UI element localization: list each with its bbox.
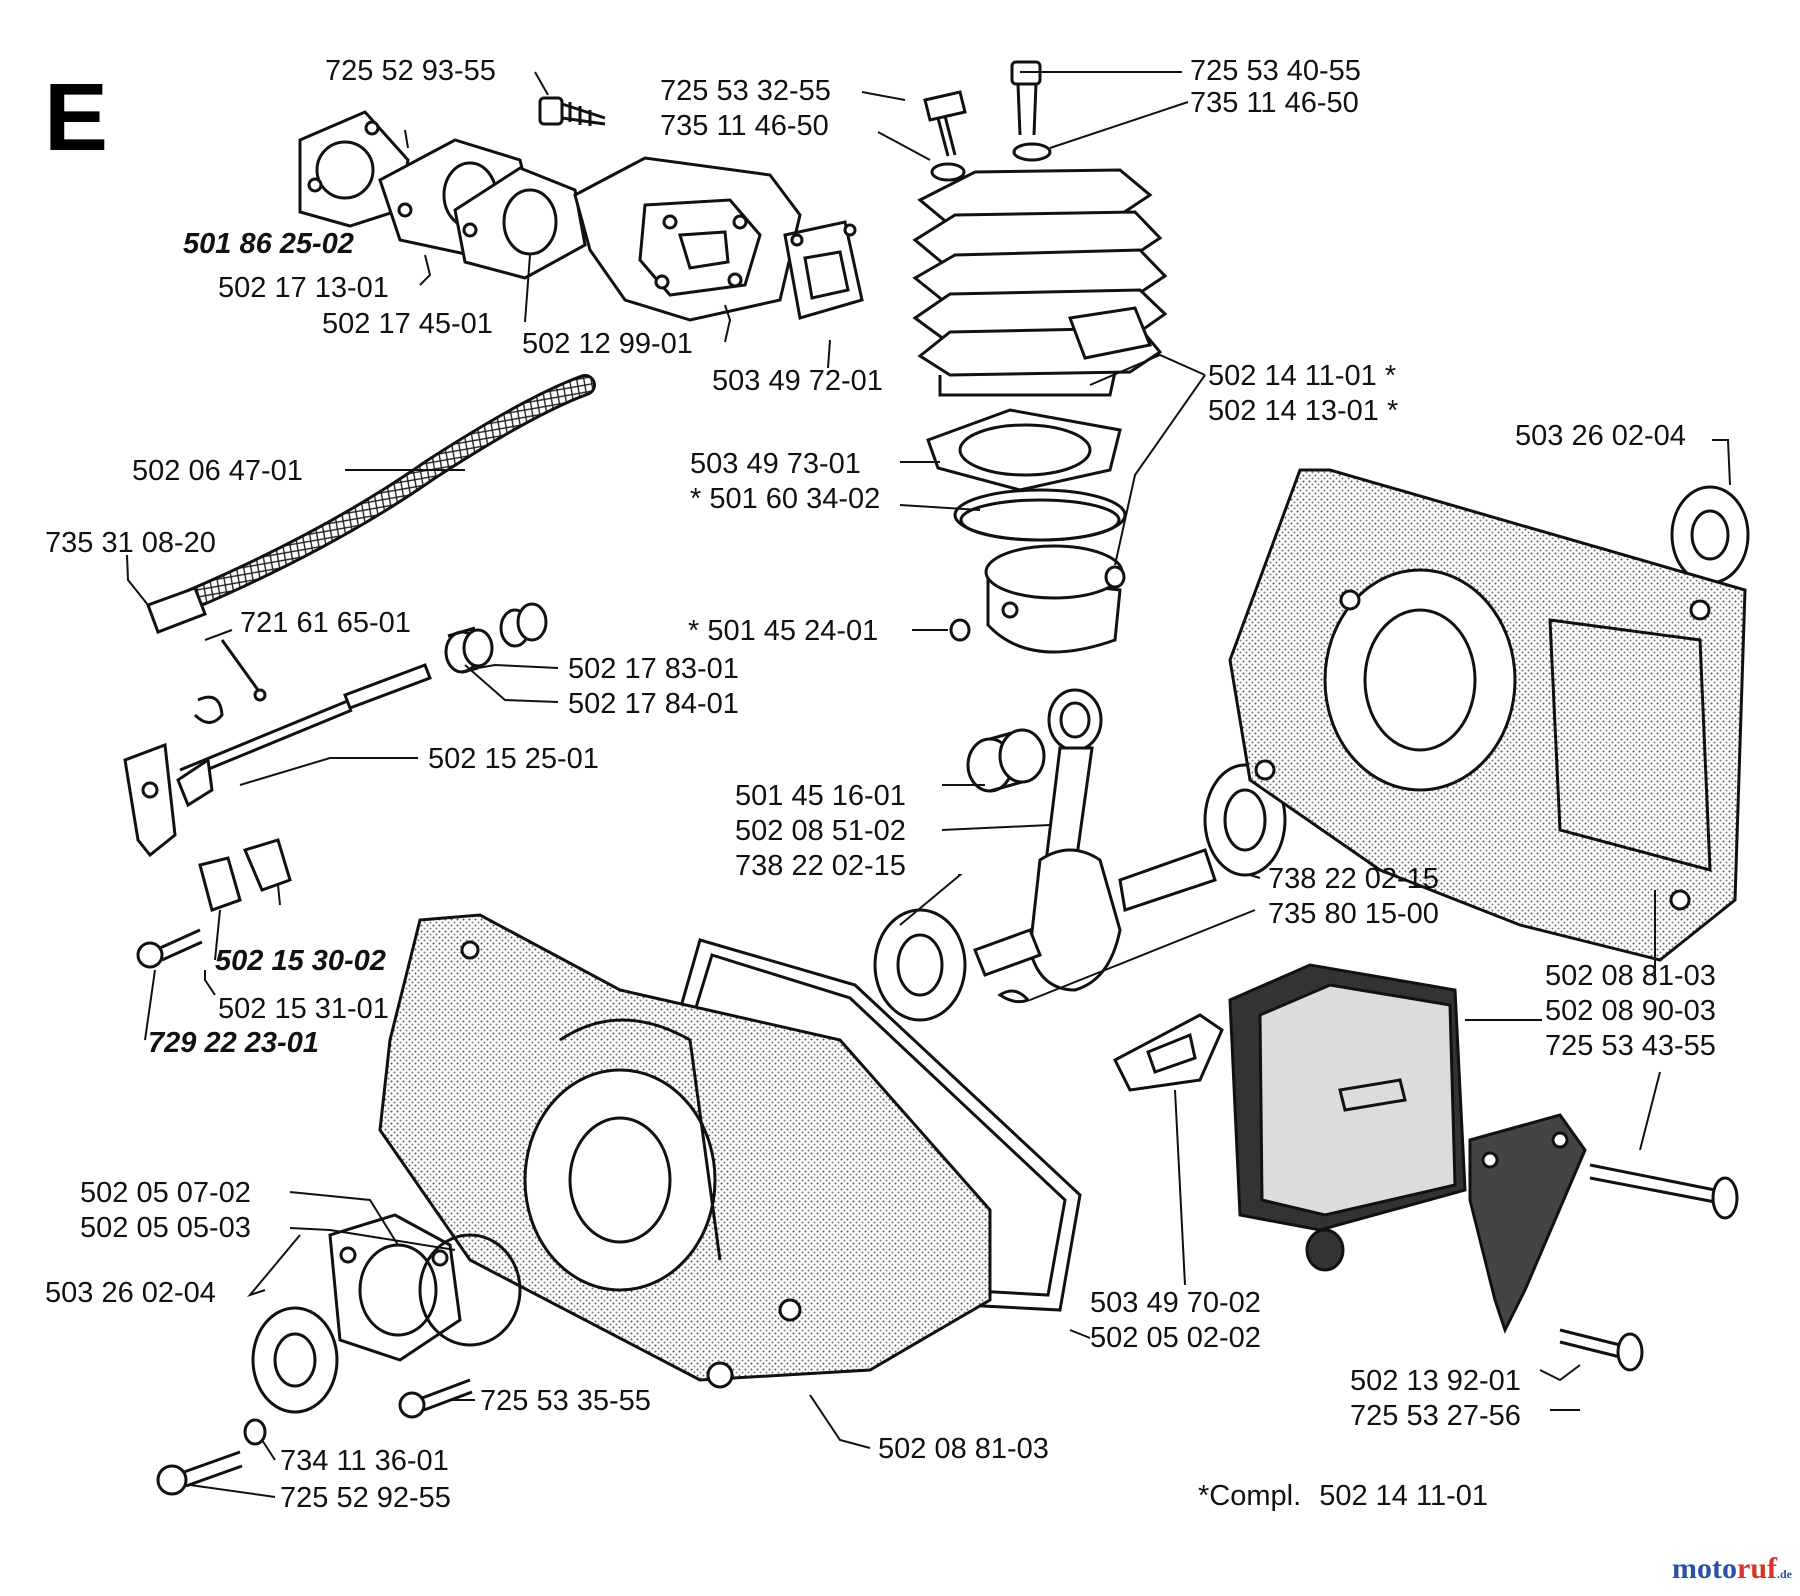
muffler-bolt — [1589, 1163, 1739, 1220]
intake-flange — [453, 166, 587, 280]
lever-screw — [136, 928, 203, 969]
part-label: 503 26 02-04 — [45, 1277, 216, 1309]
part-label: 502 05 02-02 — [1090, 1322, 1261, 1354]
crankshaft — [973, 848, 1217, 992]
part-label: * 501 60 34-02 — [690, 483, 880, 515]
part-label: 502 17 83-01 — [568, 653, 739, 685]
note-prefix: *Compl. — [1198, 1480, 1301, 1512]
part-label: 725 52 93-55 — [325, 55, 496, 87]
part-label: 502 08 51-02 — [735, 815, 906, 847]
part-label: 501 86 25-02 — [183, 228, 354, 260]
bushing-small — [444, 626, 494, 674]
part-label: 503 49 72-01 — [712, 365, 883, 397]
section-letter: E — [44, 64, 108, 171]
muffler-bracket — [1468, 1113, 1587, 1334]
part-label: 503 26 02-04 — [1515, 420, 1686, 452]
oil-seal-left — [251, 1306, 339, 1414]
part-label: 721 61 65-01 — [240, 607, 411, 639]
part-label: 725 53 32-55 — [660, 75, 831, 107]
muffler — [1228, 963, 1467, 1272]
intake-screw — [538, 96, 606, 126]
part-label: 503 49 70-02 — [1090, 1287, 1261, 1319]
lever-plates — [198, 838, 292, 912]
part-label: 725 53 40-55 — [1190, 55, 1361, 87]
part-label: 725 53 27-56 — [1350, 1400, 1521, 1432]
part-labels: 725 52 93-55 725 53 32-55 735 11 46-50 7… — [45, 55, 1716, 1514]
crankcase-left — [378, 913, 992, 1389]
part-label: 502 15 31-01 — [218, 993, 389, 1025]
throttle-rod — [123, 663, 432, 858]
part-label: 502 05 05-03 — [80, 1212, 251, 1244]
fuel-hose — [146, 374, 596, 634]
part-label: 502 13 92-01 — [1350, 1365, 1521, 1397]
part-label: 738 22 02-15 — [1268, 863, 1439, 895]
cylinder-gasket — [926, 408, 1122, 492]
part-label: 502 08 81-03 — [1545, 960, 1716, 992]
part-label: 502 06 47-01 — [132, 455, 303, 487]
watermark-suffix: .de — [1777, 1567, 1792, 1581]
part-label: 502 15 25-01 — [428, 743, 599, 775]
leader-lines — [126, 71, 1731, 1498]
bearing-cover — [328, 1213, 462, 1362]
part-label: 502 17 45-01 — [322, 308, 493, 340]
part-label: 735 11 46-50 — [660, 110, 829, 142]
part-label: * 501 45 24-01 — [688, 615, 878, 647]
piston — [984, 544, 1124, 654]
part-label: 502 14 11-01 * — [1208, 360, 1396, 392]
watermark-part-b: ruf — [1737, 1552, 1777, 1585]
woodruff-key — [997, 989, 1031, 1004]
ball-bearing-left — [873, 908, 967, 1022]
washer-bottom — [243, 1418, 267, 1446]
cylinder — [912, 168, 1168, 397]
cover-gasket — [418, 1233, 522, 1347]
ball-bearing-right — [1203, 763, 1287, 877]
part-label: 501 45 16-01 — [735, 780, 906, 812]
case-screw — [156, 1450, 243, 1496]
completion-note: *Compl. 502 14 11-01 — [1198, 1480, 1488, 1512]
watermark-logo: motoruf.de — [1672, 1552, 1792, 1586]
part-label: 502 05 07-02 — [80, 1177, 251, 1209]
needle-bearing — [966, 728, 1046, 793]
part-label: 502 17 13-01 — [218, 272, 389, 304]
exhaust-gasket-upper — [783, 220, 864, 320]
part-label: 735 80 15-00 — [1268, 898, 1439, 930]
spring-clip — [193, 695, 224, 724]
part-label: 738 22 02-15 — [735, 850, 906, 882]
bracket-screw — [1559, 1328, 1644, 1372]
part-label: 734 11 36-01 — [280, 1445, 449, 1477]
part-label: 725 53 35-55 — [480, 1385, 651, 1417]
part-label: 503 49 73-01 — [690, 448, 861, 480]
part-label: 502 17 84-01 — [568, 688, 739, 720]
note-number: 502 14 11-01 — [1319, 1480, 1488, 1512]
cylinder-screw-right — [1010, 60, 1052, 162]
cotter-pin — [220, 639, 267, 702]
piston-ring — [953, 488, 1127, 542]
part-label: 729 22 23-01 — [148, 1027, 319, 1059]
part-label: 502 14 13-01 * — [1208, 395, 1398, 427]
part-label: 502 08 81-03 — [878, 1433, 1049, 1465]
part-label: 725 53 43-55 — [1545, 1030, 1716, 1062]
part-label: 502 12 99-01 — [522, 328, 693, 360]
exhaust-gasket — [1113, 1013, 1224, 1092]
part-label: 735 11 46-50 — [1190, 87, 1359, 119]
cylinder-screw-left — [923, 90, 967, 182]
oil-seal-right — [1670, 485, 1750, 585]
part-label: 725 52 92-55 — [280, 1482, 451, 1514]
crankcase-right — [1228, 468, 1747, 962]
bushing-large — [499, 602, 548, 648]
part-label: 502 15 30-02 — [215, 945, 386, 977]
connecting-rod — [1043, 688, 1103, 872]
cover-screw — [398, 1378, 473, 1419]
part-label: 502 08 90-03 — [1545, 995, 1716, 1027]
carburetor-housing — [573, 156, 802, 322]
part-label: 735 31 08-20 — [45, 527, 216, 559]
watermark-part-a: moto — [1672, 1552, 1737, 1585]
piston-pin-circlip — [949, 565, 1126, 642]
